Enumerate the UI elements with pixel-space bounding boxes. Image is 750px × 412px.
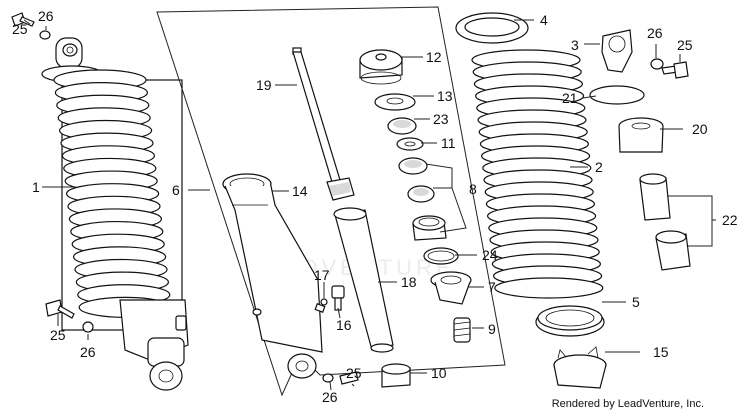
callout-3: 3: [571, 37, 579, 53]
washers-parts: [374, 93, 447, 241]
callout-4: 4: [540, 12, 548, 28]
callout-16: 16: [336, 317, 352, 333]
callout-14: 14: [292, 183, 308, 199]
upper-mount-part: [359, 49, 403, 85]
callout-6: 6: [172, 182, 180, 198]
callout-25-bottom-left: 25: [50, 327, 66, 343]
damper-cylinder-part: [222, 173, 323, 379]
callout-22: 22: [722, 212, 738, 228]
callout-19: 19: [256, 77, 272, 93]
small-spring-part: [453, 317, 471, 343]
callout-23: 23: [433, 111, 449, 127]
spring-seat-ring-part: [455, 12, 529, 44]
bushing-part: [618, 117, 664, 153]
callout-9: 9: [488, 321, 496, 337]
reservoir-tube-part: [333, 207, 394, 353]
callout-25-bottom-center: 25: [346, 365, 362, 381]
callout-26-bottom-center: 26: [322, 389, 338, 405]
lower-spring-seat-part: [535, 305, 605, 337]
callout-26-top-right: 26: [647, 25, 663, 41]
bolt-washer-bottom-center: [322, 371, 359, 385]
callout-13: 13: [437, 88, 453, 104]
callout-2: 2: [595, 159, 603, 175]
callout-17: 17: [314, 267, 330, 283]
callout-18: 18: [401, 274, 417, 290]
upper-bushing-cap-part: [601, 29, 633, 73]
shock-absorber-assembly-part: [41, 37, 189, 391]
callout-25-top-left: 25: [12, 21, 28, 37]
callout-25-top-right: 25: [677, 37, 693, 53]
callout-numbers: 1 2 3 4 5 6 7 8 9 10 11 12 13 14 15 16 1…: [12, 8, 738, 405]
callout-10: 10: [431, 365, 447, 381]
o-ring-21-part: [589, 85, 645, 105]
callout-8: 8: [469, 181, 477, 197]
callout-26-bottom-left: 26: [80, 344, 96, 360]
callout-5: 5: [632, 294, 640, 310]
callout-12: 12: [426, 49, 442, 65]
bolt-washer-bottom-left: [45, 299, 94, 333]
o-ring-part: [423, 247, 459, 265]
callout-26-top-left: 26: [38, 8, 54, 24]
bump-rubber-part: [430, 271, 472, 305]
spring-coil: [494, 277, 604, 299]
footer-credit: Rendered by LeadVenture, Inc.: [551, 398, 704, 410]
pin-part: [314, 298, 328, 313]
bolt-washer-top-right: [650, 58, 689, 79]
rubber-bushings-part: [639, 173, 691, 271]
callout-20: 20: [692, 121, 708, 137]
callout-1: 1: [32, 179, 40, 195]
callout-11: 11: [441, 135, 456, 151]
callout-21: 21: [562, 90, 578, 106]
valve-part: [331, 285, 345, 311]
damper-group-outline: [156, 6, 506, 397]
coil-spring-part: [471, 49, 604, 299]
leader-lines: [23, 19, 716, 391]
piston-rod-part: [292, 47, 355, 201]
lock-nut-part: [381, 363, 411, 388]
spring-adjuster-part: [553, 346, 607, 389]
callout-15: 15: [653, 344, 669, 360]
callout-24: 24: [482, 247, 498, 263]
callout-7: 7: [488, 279, 496, 295]
